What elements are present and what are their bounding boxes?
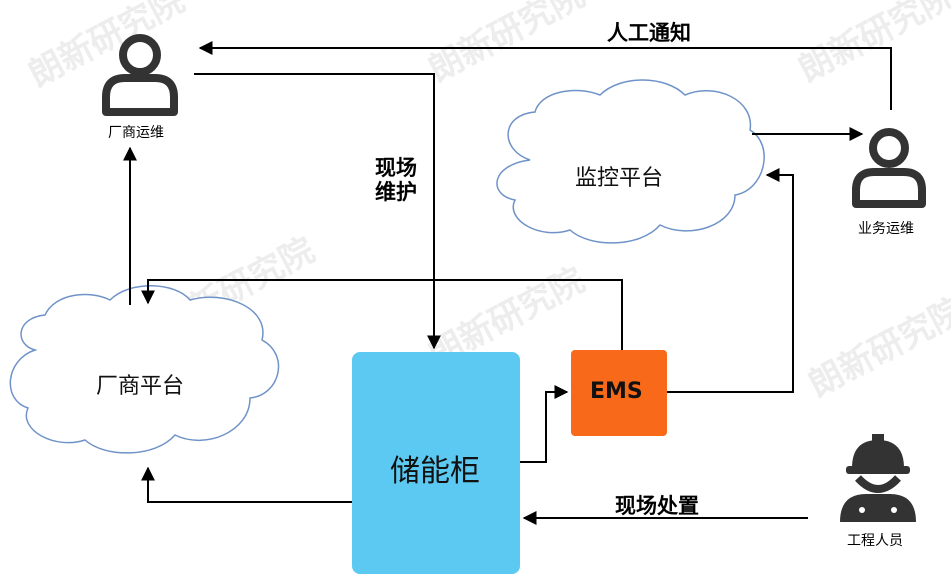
vendor-ops-label: 厂商运维 bbox=[108, 125, 164, 141]
engineer-label: 工程人员 bbox=[847, 533, 903, 549]
cabinet-box bbox=[352, 352, 520, 574]
cabinet-label: 储能柜 bbox=[390, 454, 480, 489]
edge-cabinet-to-ems bbox=[520, 385, 569, 463]
edge-onsite-maintenance bbox=[194, 73, 441, 350]
onsite-handling-label: 现场处置 bbox=[615, 494, 699, 518]
onsite-maintenance-label-2: 维护 bbox=[375, 180, 417, 204]
person-icon bbox=[852, 128, 926, 208]
ems-label: EMS bbox=[590, 379, 643, 404]
monitor-platform-cloud bbox=[496, 79, 765, 244]
business-ops-label: 业务运维 bbox=[858, 221, 914, 237]
monitor-platform-label: 监控平台 bbox=[575, 166, 664, 191]
edge-manual-notice bbox=[198, 41, 892, 110]
onsite-maintenance-label-1: 现场 bbox=[375, 156, 417, 180]
edge-ems-to-monitor bbox=[667, 168, 794, 393]
edge-ems-to-vendor-platform bbox=[141, 279, 623, 350]
manual-notice-label: 人工通知 bbox=[607, 21, 691, 45]
ems-box bbox=[571, 350, 667, 436]
worker-icon bbox=[840, 434, 916, 522]
person-icon bbox=[102, 34, 178, 116]
edge-cabinet-to-vendor-platform bbox=[141, 466, 352, 503]
vendor-platform-label: 厂商平台 bbox=[96, 374, 185, 399]
vendor-platform-cloud bbox=[9, 285, 280, 454]
